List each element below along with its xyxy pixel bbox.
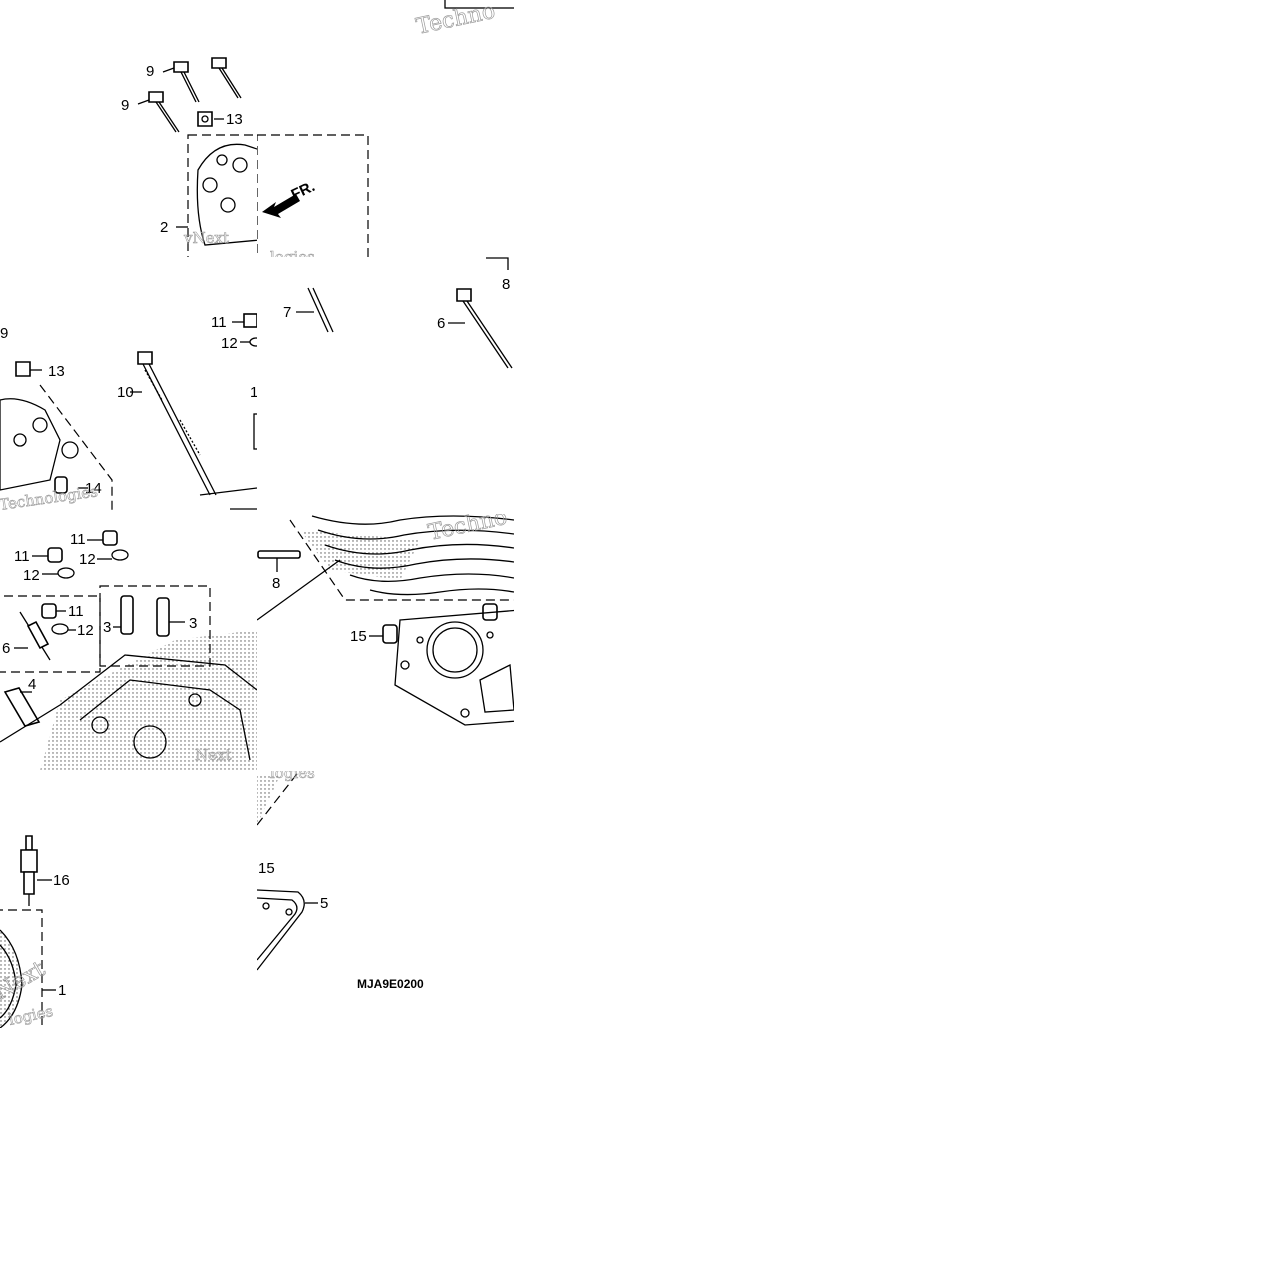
- tile-rear-head-cover: 9 9 13 2 vNext: [121, 57, 257, 257]
- callout-6-plug: 6: [2, 640, 10, 657]
- callout-1-partial: 1: [250, 384, 258, 401]
- callout-12c: 12: [23, 567, 40, 584]
- watermark-top: Techno: [414, 0, 497, 40]
- watermark: Techno: [426, 505, 509, 546]
- cylinder-1: [0, 929, 23, 1028]
- callout-1: 1: [58, 982, 66, 999]
- callout-16: 16: [53, 872, 70, 889]
- bolt-9-upper: [173, 61, 200, 103]
- callout-13: 13: [226, 111, 243, 128]
- stud-10: [137, 351, 217, 496]
- callout-9b: 9: [121, 97, 129, 114]
- head-cover-2: [187, 134, 257, 257]
- callout-7: 7: [283, 304, 291, 321]
- callout-12b: 12: [79, 551, 96, 568]
- callout-10: 10: [117, 384, 134, 401]
- callout-11a: 11: [211, 314, 227, 331]
- callout-14: 14: [85, 480, 102, 497]
- callout-8-stud: 8: [272, 575, 280, 592]
- head-gasket: [394, 609, 514, 726]
- base-gasket-5: [257, 889, 305, 971]
- callout-3b: 3: [189, 615, 197, 632]
- washer-11-12: [243, 313, 257, 347]
- tile-base-gasket: 15 5 MJA9E0200 logies: [257, 764, 424, 991]
- cylinder-head-body: [0, 630, 257, 771]
- callout-11c: 11: [14, 548, 30, 565]
- callout-4: 4: [28, 676, 36, 693]
- dowel-4: [3, 687, 41, 727]
- callout-15: 15: [350, 628, 367, 645]
- callout-9a: 9: [146, 63, 154, 80]
- tile-spark-plug-cylinder: 16 1 Next logies: [0, 835, 70, 1028]
- callout-15b: 15: [258, 860, 275, 877]
- tile-front-head-cover: 9 13 11 12 10 1 14 Technologies: [0, 313, 258, 514]
- collar-14: [54, 476, 68, 494]
- bolt-9-right: [211, 57, 242, 99]
- front-arrow: FR.: [262, 178, 318, 218]
- callout-12d: 12: [77, 622, 94, 639]
- valve-guide-3b: [156, 597, 170, 637]
- part-code: MJA9E0200: [357, 977, 424, 991]
- nut-13-front: [15, 361, 31, 377]
- callout-2: 2: [160, 219, 168, 236]
- callout-5: 5: [320, 895, 328, 912]
- watermark: vNext: [183, 229, 229, 247]
- tile-front-arrow: Techno FR. logies: [257, 0, 514, 266]
- tile-studs: 7 6 8: [283, 257, 513, 369]
- callout-6: 6: [437, 315, 445, 332]
- watermark: logies: [270, 764, 315, 782]
- nut-13: [197, 111, 213, 127]
- callout-3a: 3: [103, 619, 111, 636]
- cylinder-head-cover-front: [0, 384, 113, 514]
- washers-group: [41, 530, 129, 635]
- callout-8-top: 8: [502, 276, 510, 293]
- bolt-6: [456, 288, 513, 369]
- front-arrow-label: FR.: [289, 178, 318, 204]
- callout-12a: 12: [221, 335, 238, 352]
- callout-13-front: 13: [48, 363, 65, 380]
- callout-11d: 11: [68, 603, 84, 620]
- spark-plug-16: [20, 835, 38, 906]
- stud-8: [257, 550, 301, 559]
- callout-11b: 11: [70, 531, 86, 548]
- bolt-9-lower: [148, 91, 180, 133]
- valve-guide-3a: [120, 595, 134, 635]
- watermark: logies: [270, 248, 315, 266]
- tile-head-gasket: 8 15 Techno: [257, 505, 514, 726]
- stud-7: [307, 287, 334, 333]
- spark-plug-6: [19, 611, 51, 661]
- callout-9c: 9: [0, 325, 8, 342]
- tile-cylinder-head: 11 11 12 12 11 12 3 3 6 4 Next: [0, 530, 257, 771]
- watermark: Next: [195, 746, 232, 764]
